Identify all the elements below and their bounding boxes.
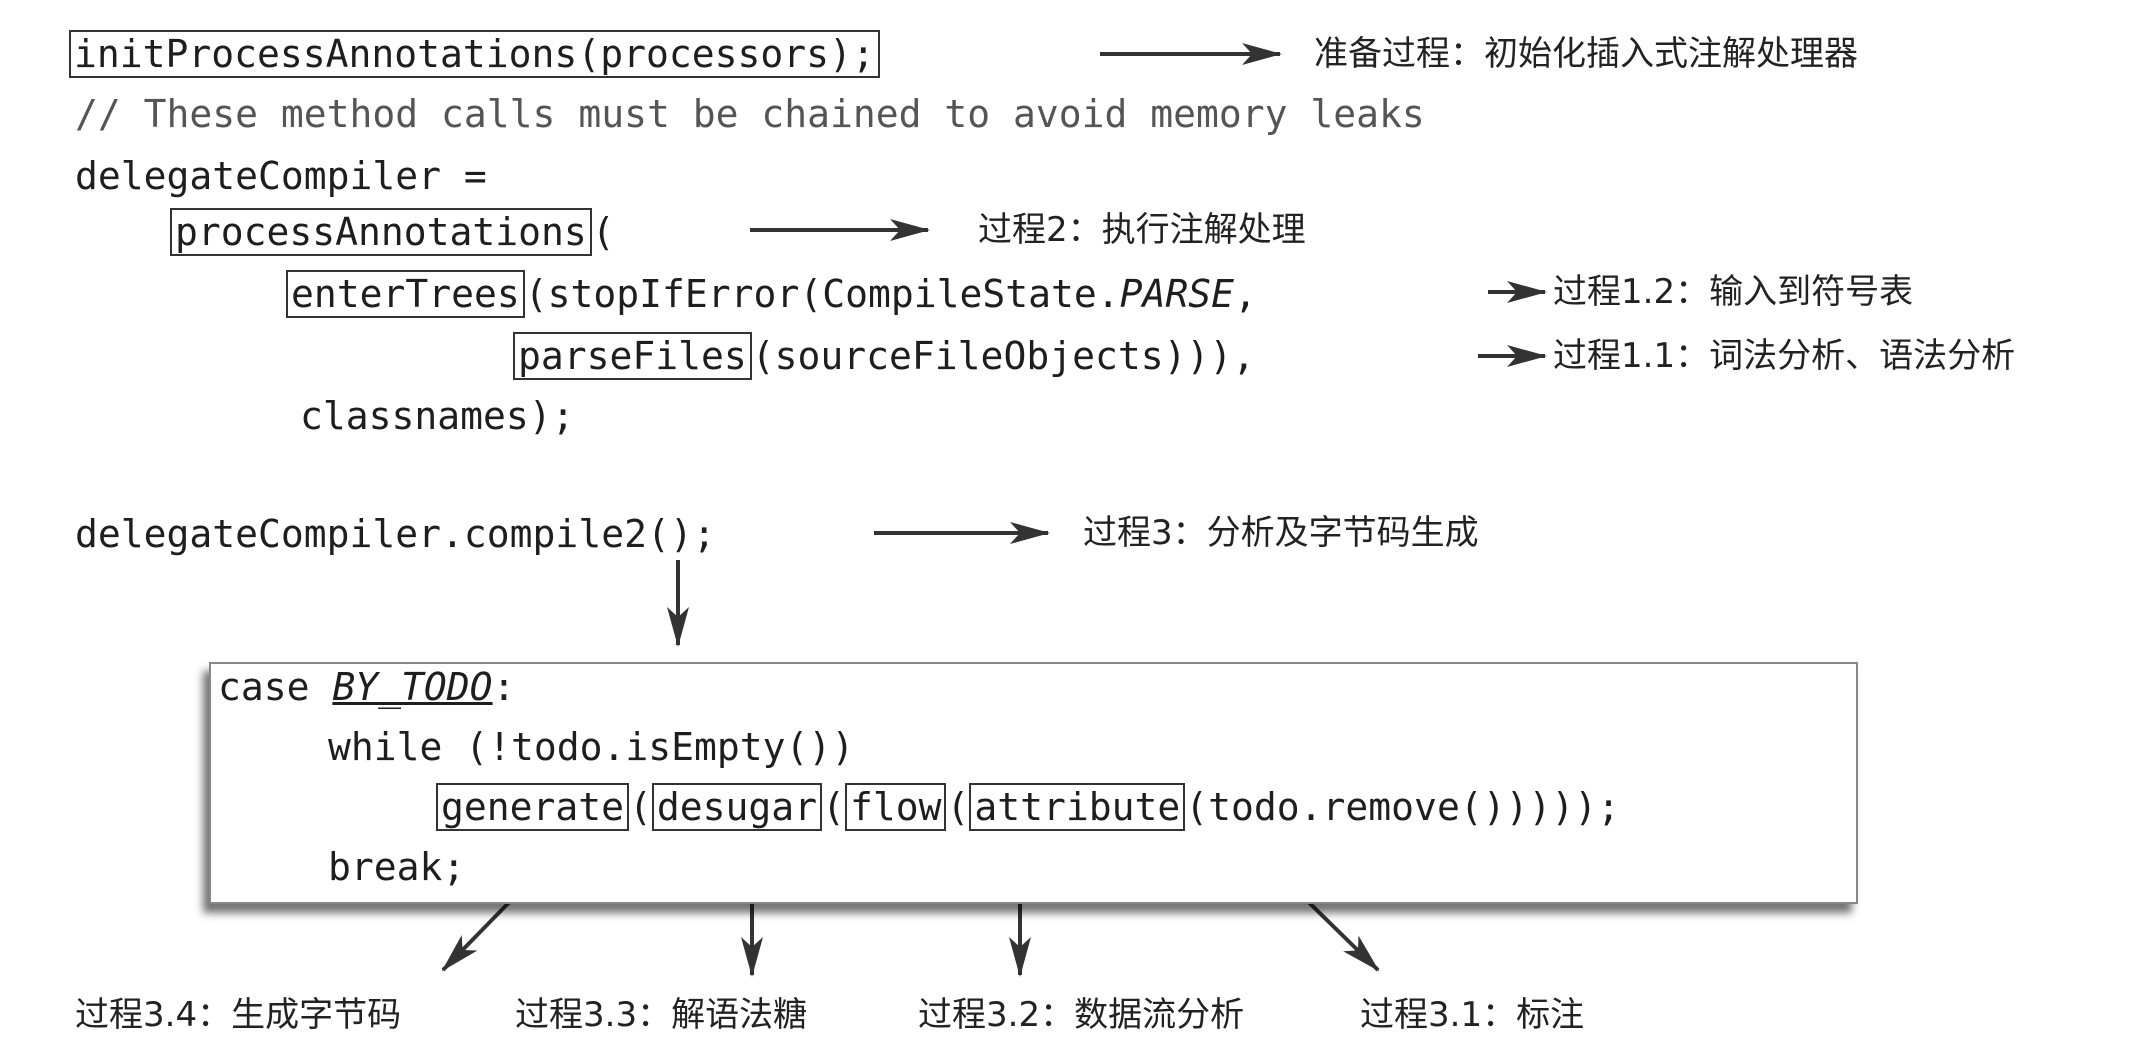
enter-trees-args: (stopIfError(CompileState.	[524, 272, 1120, 316]
open-paren: (	[591, 210, 615, 254]
enter-trees-comma: ,	[1234, 272, 1257, 316]
compile-code-box	[209, 662, 1858, 904]
init-process-annotations-box: initProcessAnnotations(processors);	[69, 30, 880, 78]
note-p31: 过程3.1：标注	[1360, 995, 1585, 1035]
case-keyword: case	[218, 665, 333, 709]
code-line-delegate: delegateCompiler =	[75, 154, 487, 198]
attribute-box: attribute	[969, 783, 1186, 831]
code-line-generate: generate(desugar(flow(attribute(todo.rem…	[436, 783, 1620, 831]
code-line-enter-trees: enterTrees(stopIfError(CompileState.PARS…	[286, 270, 1257, 318]
code-line-process: processAnnotations(	[170, 208, 615, 256]
generate-box: generate	[436, 783, 630, 831]
parse-constant: PARSE	[1119, 272, 1234, 316]
note-p2: 过程2：执行注解处理	[978, 210, 1306, 250]
note-p32: 过程3.2：数据流分析	[918, 995, 1245, 1035]
code-comment: // These method calls must be chained to…	[75, 92, 1425, 136]
case-colon: :	[492, 665, 516, 709]
note-p11: 过程1.1：词法分析、语法分析	[1553, 336, 2016, 376]
parse-files-args: (sourceFileObjects))),	[751, 334, 1256, 378]
code-line-case: case BY_TODO:	[218, 665, 515, 709]
code-line-init: initProcessAnnotations(processors);	[69, 30, 880, 78]
flow-box: flow	[844, 783, 947, 831]
code-line-compile2: delegateCompiler.compile2();	[75, 512, 716, 556]
enter-trees-box: enterTrees	[286, 270, 525, 318]
process-annotations-box: processAnnotations	[170, 208, 592, 256]
code-line-classnames: classnames);	[300, 394, 575, 438]
note-p33: 过程3.3：解语法糖	[515, 995, 808, 1035]
parse-files-box: parseFiles	[513, 332, 752, 380]
code-line-break: break;	[328, 845, 466, 889]
note-prep: 准备过程：初始化插入式注解处理器	[1314, 34, 1858, 74]
desugar-box: desugar	[651, 783, 823, 831]
note-p3: 过程3：分析及字节码生成	[1083, 513, 1479, 553]
note-p34: 过程3.4：生成字节码	[75, 995, 402, 1035]
case-constant: BY_TODO	[332, 665, 493, 709]
generate-tail: (todo.remove()))));	[1185, 785, 1620, 829]
code-line-parse-files: parseFiles(sourceFileObjects))),	[513, 332, 1256, 380]
code-line-while: while (!todo.isEmpty())	[328, 725, 855, 769]
note-p12: 过程1.2：输入到符号表	[1553, 272, 1914, 312]
